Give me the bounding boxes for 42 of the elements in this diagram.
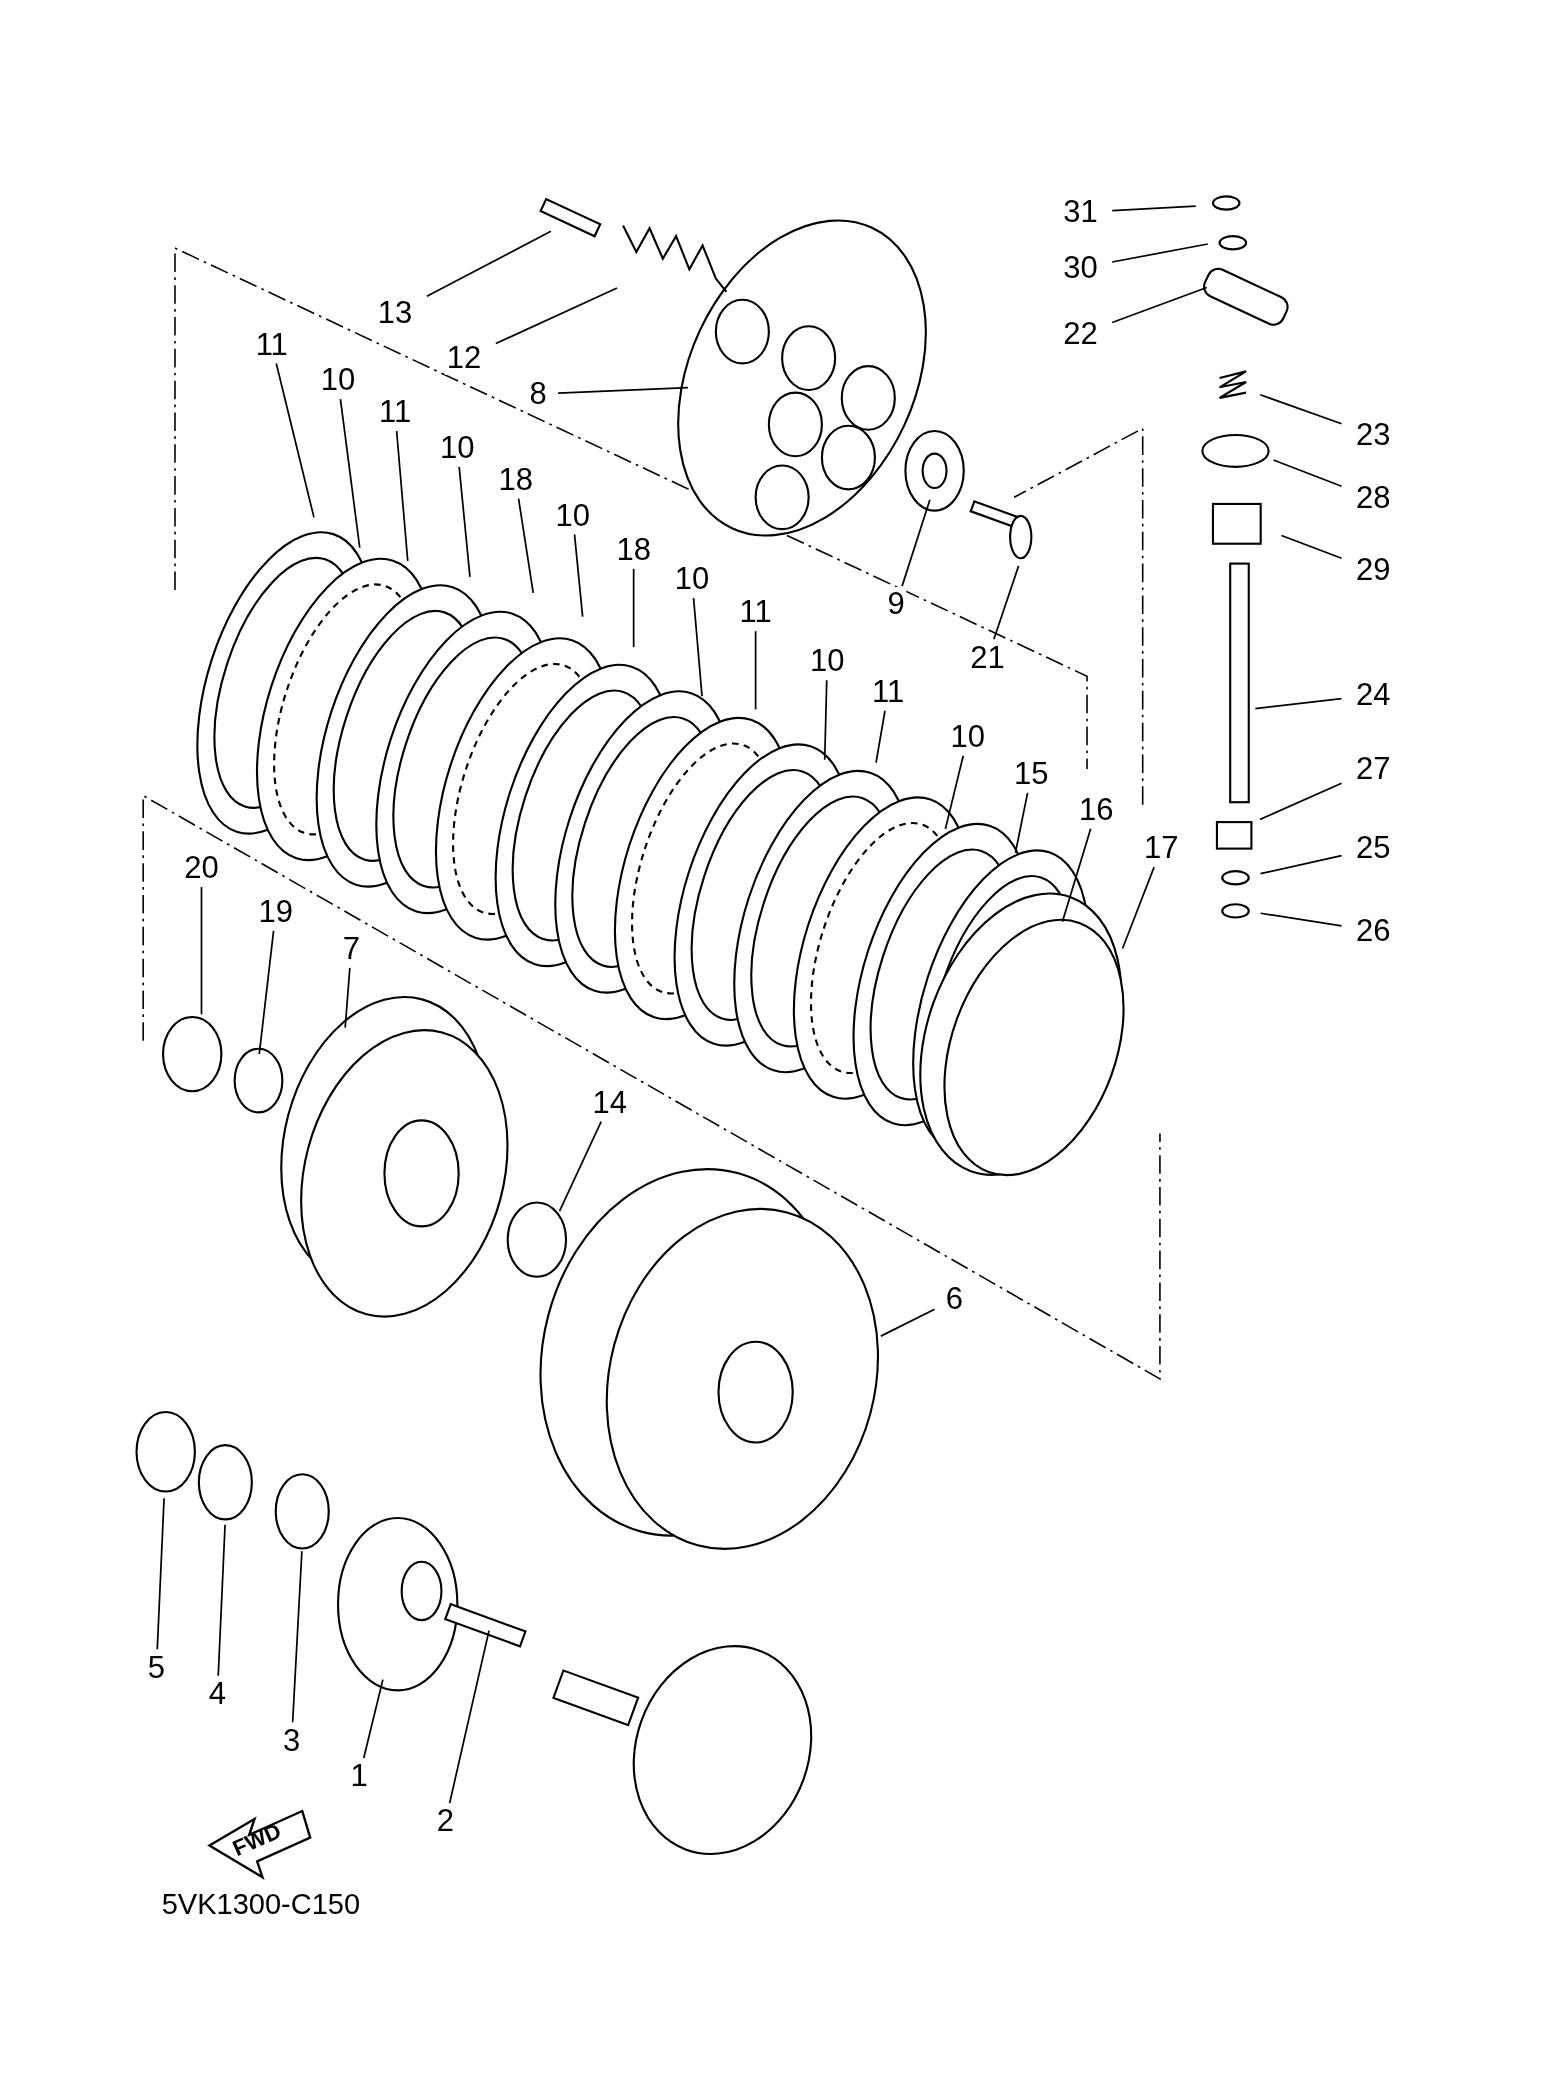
leader-line — [156, 1497, 165, 1651]
leader-line — [1111, 205, 1197, 212]
leader-line — [200, 886, 203, 1016]
leader-line — [880, 1308, 936, 1337]
leader-line — [344, 967, 351, 1029]
leader-line — [1121, 866, 1155, 950]
leader-line — [362, 1678, 384, 1759]
leader-line — [1259, 393, 1343, 425]
leader-line — [1259, 854, 1343, 875]
leader-line — [1259, 912, 1343, 927]
leader-line — [395, 430, 409, 562]
leader-line — [1280, 534, 1343, 560]
leader-line — [275, 362, 315, 519]
leader-line — [1259, 782, 1343, 821]
leader-line — [426, 230, 552, 298]
leader-line — [1254, 697, 1343, 710]
leader-line — [1272, 459, 1343, 488]
leader-line — [448, 1629, 490, 1804]
leader-line — [1061, 827, 1092, 923]
leader-line — [557, 386, 689, 394]
leader-line — [494, 287, 618, 345]
leader-line — [692, 597, 703, 698]
leader-line — [901, 498, 931, 587]
leader-line — [573, 533, 584, 618]
leader-line — [258, 929, 275, 1055]
leader-line — [1111, 243, 1209, 263]
direction-label: FWD — [228, 1817, 286, 1862]
leader-line — [823, 679, 828, 761]
leader-line — [944, 754, 965, 830]
drawing-code: 5VK1300-C150 — [161, 1887, 361, 1921]
leader-line — [217, 1523, 226, 1677]
leader-line — [558, 1120, 602, 1212]
leader-line — [632, 568, 635, 648]
leader-line — [1014, 792, 1029, 854]
leader-line — [291, 1550, 303, 1724]
leader-line — [458, 465, 471, 578]
leader-line — [875, 709, 886, 764]
leader-line — [1111, 286, 1208, 324]
leader-line — [517, 497, 535, 594]
leader-line — [754, 630, 757, 711]
leader-line — [339, 398, 361, 549]
leader-line — [993, 565, 1020, 640]
